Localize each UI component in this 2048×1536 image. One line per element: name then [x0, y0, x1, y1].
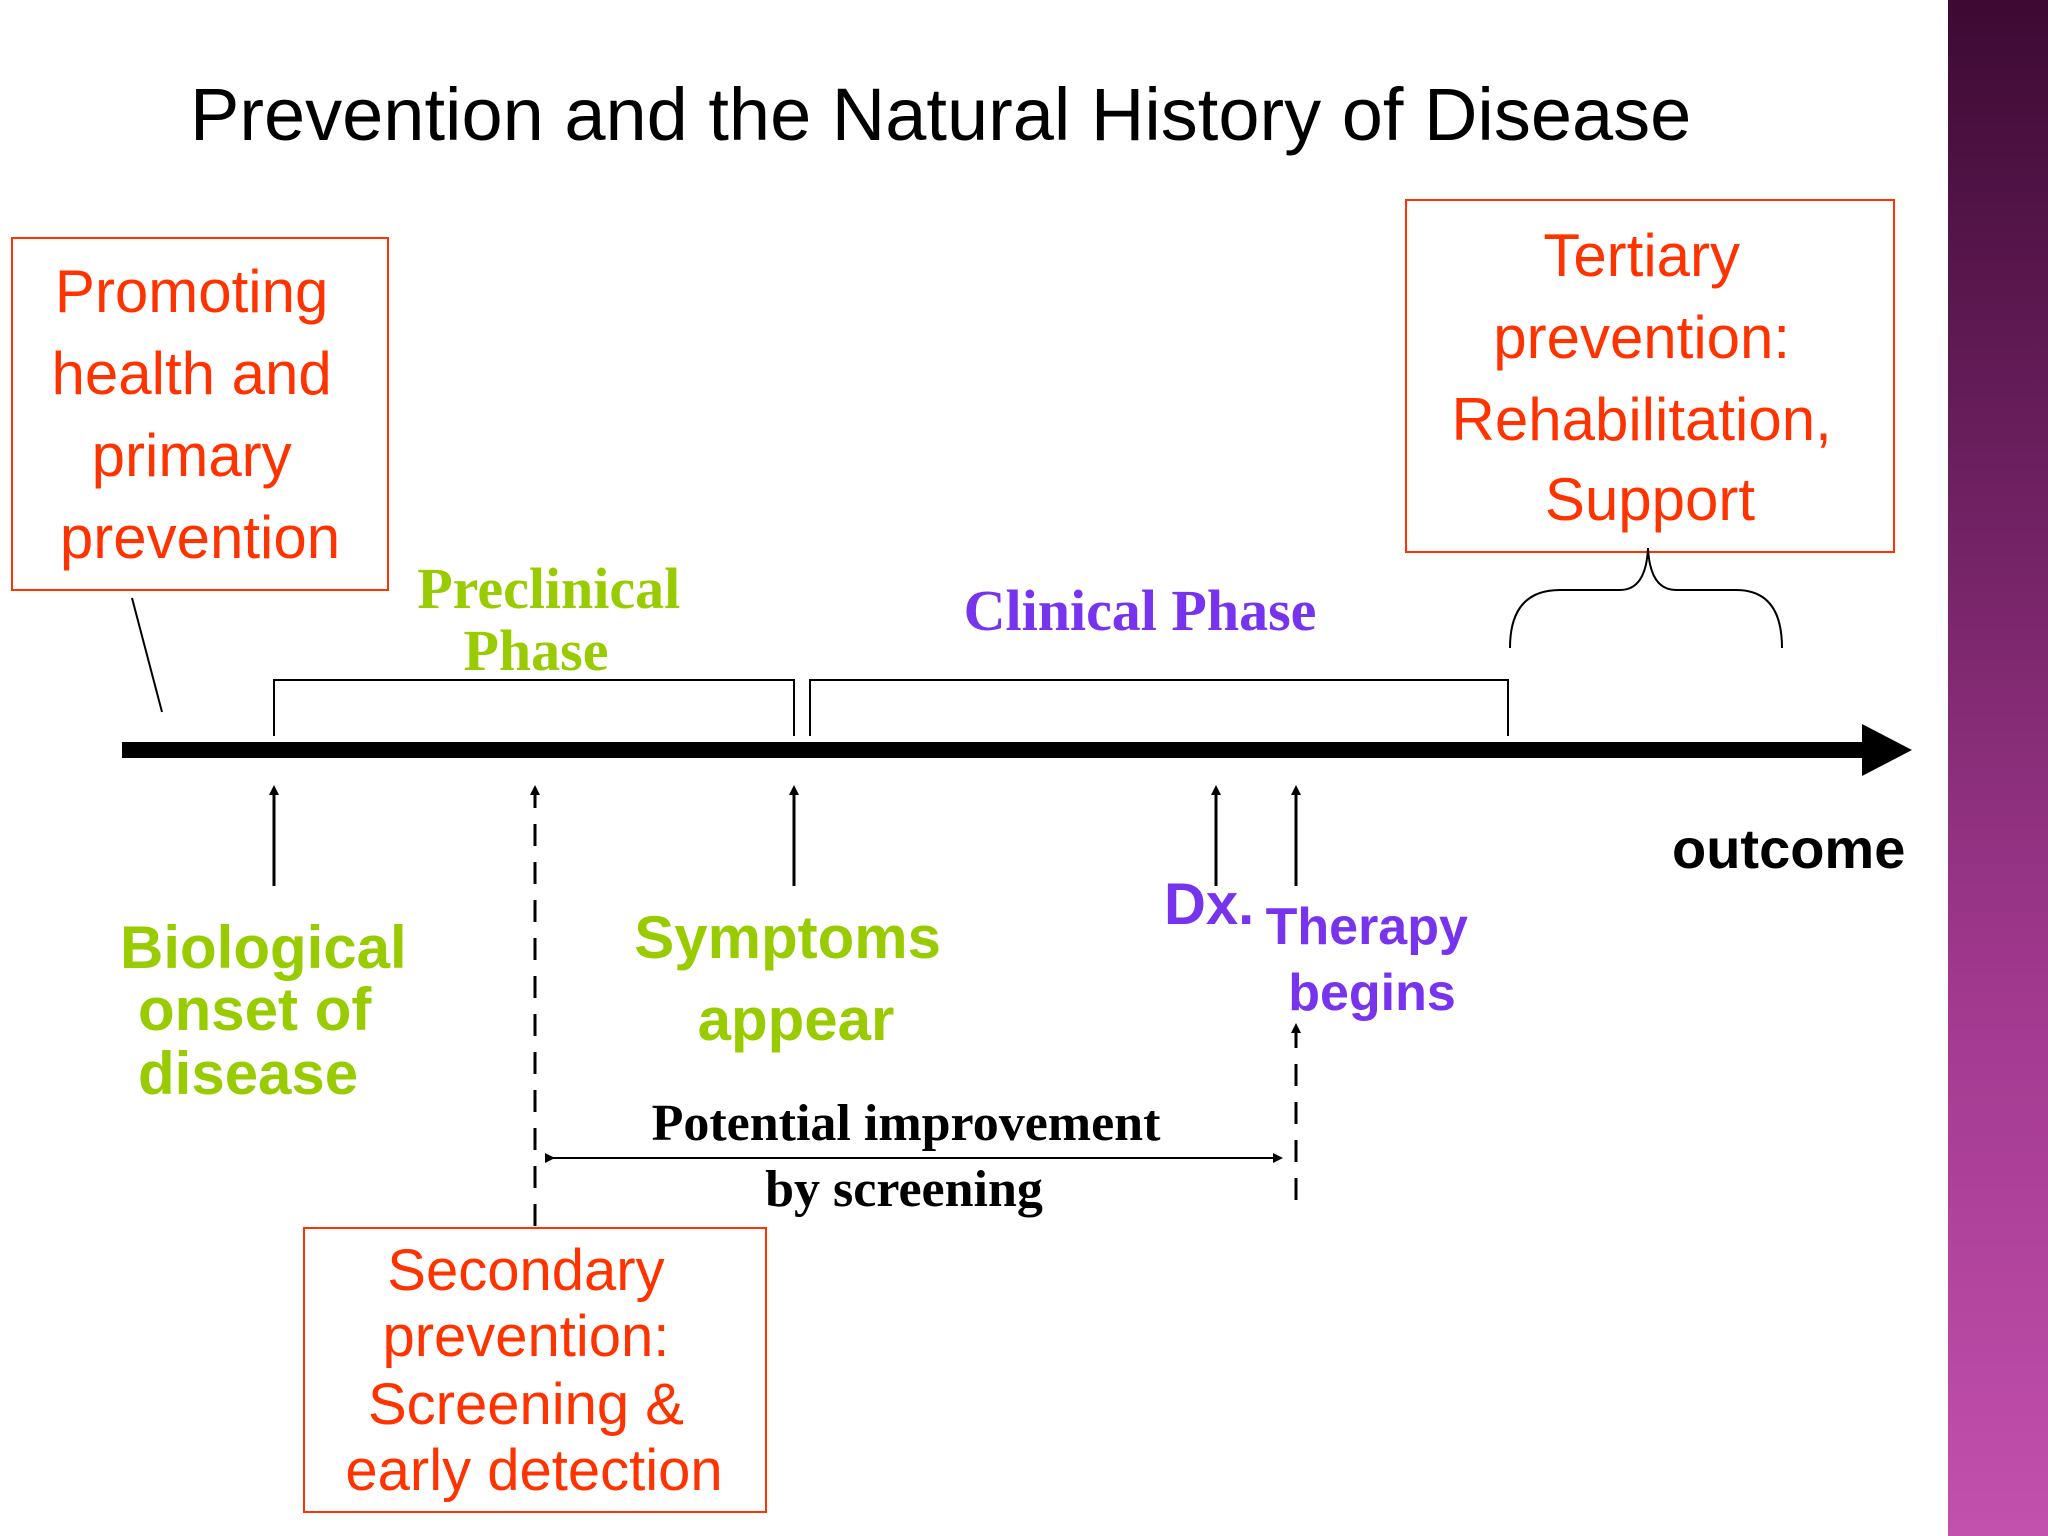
primary-prevention-text: Promoting health and primary prevention: [52, 258, 349, 571]
tertiary-prevention-box: [1405, 199, 1895, 553]
primary-line: Promoting: [55, 258, 328, 325]
primary-pointer-line: [131, 597, 163, 713]
therapy-line: begins: [1288, 964, 1456, 1022]
tertiary-prevention-text: Tertiary prevention: Rehabilitation, Sup…: [1452, 222, 1849, 533]
therapy-line: Therapy: [1266, 898, 1468, 956]
tertiary-line: Tertiary: [1543, 222, 1740, 289]
therapy-label: Therapy begins: [1266, 898, 1483, 1022]
symptoms-line: appear: [698, 986, 895, 1053]
secondary-line: Screening &: [368, 1372, 684, 1437]
primary-prevention-box: [11, 237, 389, 591]
primary-line: health and: [52, 340, 332, 407]
tertiary-line: Support: [1545, 466, 1755, 533]
primary-line: primary: [92, 422, 292, 489]
secondary-prevention-text: Secondary prevention: Screening & early …: [345, 1238, 722, 1503]
screening-note-line-2: by screening: [765, 1161, 1043, 1218]
secondary-line: early detection: [345, 1438, 722, 1503]
timeline-arrowhead: [1862, 724, 1912, 776]
onset-line: Biological: [120, 914, 407, 981]
onset-line: onset of: [138, 976, 372, 1043]
symptoms-line: Symptoms: [634, 904, 941, 971]
screening-note-line-1: Potential improvement: [652, 1095, 1162, 1152]
primary-line: prevention: [60, 504, 340, 571]
preclinical-phase-label: Preclinical Phase: [417, 556, 695, 683]
clinical-phase-label: Clinical Phase: [964, 578, 1317, 643]
preclinical-bracket: [273, 679, 795, 736]
onset-line: disease: [138, 1040, 358, 1107]
preclinical-line: Phase: [464, 618, 609, 683]
biological-onset-label: Biological onset of disease: [120, 914, 423, 1107]
preclinical-line: Preclinical: [417, 556, 680, 621]
secondary-line: prevention:: [382, 1304, 669, 1369]
secondary-prevention-box: [303, 1227, 767, 1513]
page-title: Prevention and the Natural History of Di…: [190, 73, 1691, 156]
dx-label: Dx.: [1164, 872, 1254, 937]
decorative-side-band: [1948, 0, 2048, 1536]
secondary-line: Secondary: [387, 1238, 664, 1303]
outcome-label: outcome: [1672, 817, 1905, 880]
clinical-bracket: [809, 679, 1509, 736]
symptoms-label: Symptoms appear: [634, 904, 957, 1053]
tertiary-line: prevention:: [1493, 304, 1790, 371]
tertiary-line: Rehabilitation,: [1452, 386, 1832, 453]
tertiary-curly-brace: [1509, 547, 1783, 649]
